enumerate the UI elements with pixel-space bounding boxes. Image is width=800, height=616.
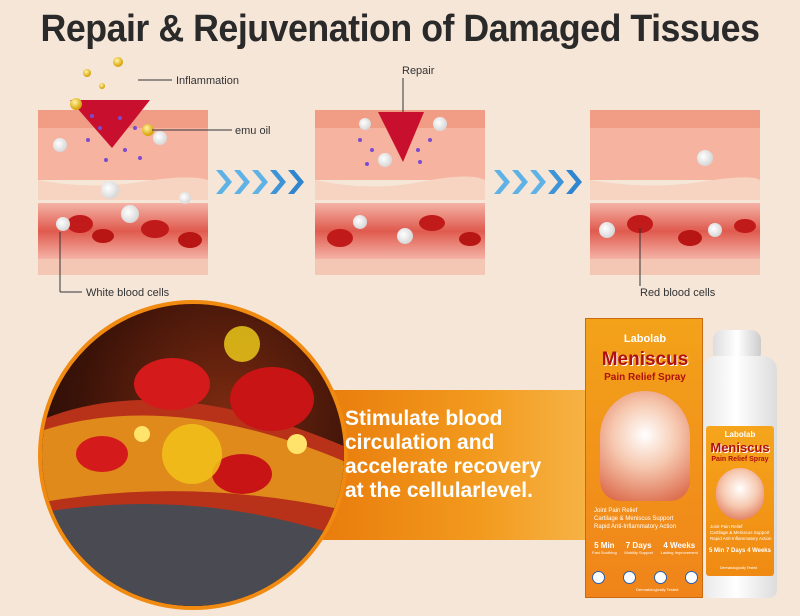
feature-item: Rapid Anti-Inflammatory Action — [710, 536, 772, 541]
box-product-name: Meniscus — [601, 349, 689, 370]
knee-joint-icon — [716, 468, 764, 520]
bottle-stats: 5 Min 7 Days 4 Weeks — [709, 548, 771, 554]
bottle-body: Labolab Meniscus Pain Relief Spray Joint… — [703, 356, 777, 598]
badge-icon — [592, 571, 605, 584]
box-brand: Labolab — [623, 333, 667, 345]
bottle-label: Labolab Meniscus Pain Relief Spray Joint… — [706, 426, 774, 576]
stat-item: 7 Days — [726, 548, 746, 554]
feature-item: Rapid Anti-Inflammatory Action — [594, 524, 677, 530]
benefit-banner — [300, 390, 600, 540]
benefit-text: Stimulate blood circulation and accelera… — [345, 407, 542, 502]
panel-inflammation — [38, 57, 232, 293]
product-bottle: Labolab Meniscus Pain Relief Spray Joint… — [703, 330, 783, 598]
label-emu-oil: emu oil — [235, 125, 270, 137]
box-product-subtitle: Pain Relief Spray — [604, 372, 686, 383]
stat-item: 5 Min — [709, 548, 725, 554]
bottle-product-subtitle: Pain Relief Spray — [711, 456, 769, 463]
badge-icon — [623, 571, 636, 584]
bottle-brand: Labolab — [724, 430, 756, 439]
feature-item: Joint Pain Relief — [710, 524, 743, 529]
product-box: Labolab Meniscus Pain Relief Spray Joint… — [585, 318, 703, 598]
box-feature-list: Joint Pain Relief Cartilage & Meniscus S… — [594, 507, 698, 531]
bottle-product-name: Meniscus — [710, 440, 770, 455]
knee-joint-icon — [600, 391, 690, 501]
label-red-blood-cells: Red blood cells — [640, 287, 716, 299]
page-title: Repair & Rejuvenation of Damaged Tissues — [40, 8, 760, 50]
certification-badges — [592, 571, 698, 584]
label-inflammation: Inflammation — [176, 75, 239, 87]
closeup-illustration — [42, 326, 344, 606]
spray-cap — [713, 330, 761, 356]
blood-vessel-closeup-image — [38, 300, 348, 610]
feature-item: Cartilage & Meniscus Support — [710, 530, 770, 535]
panel-healed — [590, 110, 760, 286]
panel-repair — [315, 78, 485, 275]
arrow-group-1 — [216, 170, 304, 194]
feature-item: Joint Pain Relief — [594, 508, 638, 514]
feature-item: Cartilage & Meniscus Support — [594, 516, 674, 522]
box-footer: Dermatologically Tested — [636, 587, 679, 592]
label-white-blood-cells: White blood cells — [86, 287, 170, 299]
badge-icon — [685, 571, 698, 584]
bottle-feature-list: Joint Pain Relief Cartilage & Meniscus S… — [710, 524, 772, 542]
label-repair: Repair — [402, 65, 435, 77]
bottle-footer: Dermatologically Tested — [720, 566, 758, 570]
badge-icon — [654, 571, 667, 584]
arrow-group-2 — [494, 170, 582, 194]
stat-item: 4 Weeks — [747, 548, 771, 554]
